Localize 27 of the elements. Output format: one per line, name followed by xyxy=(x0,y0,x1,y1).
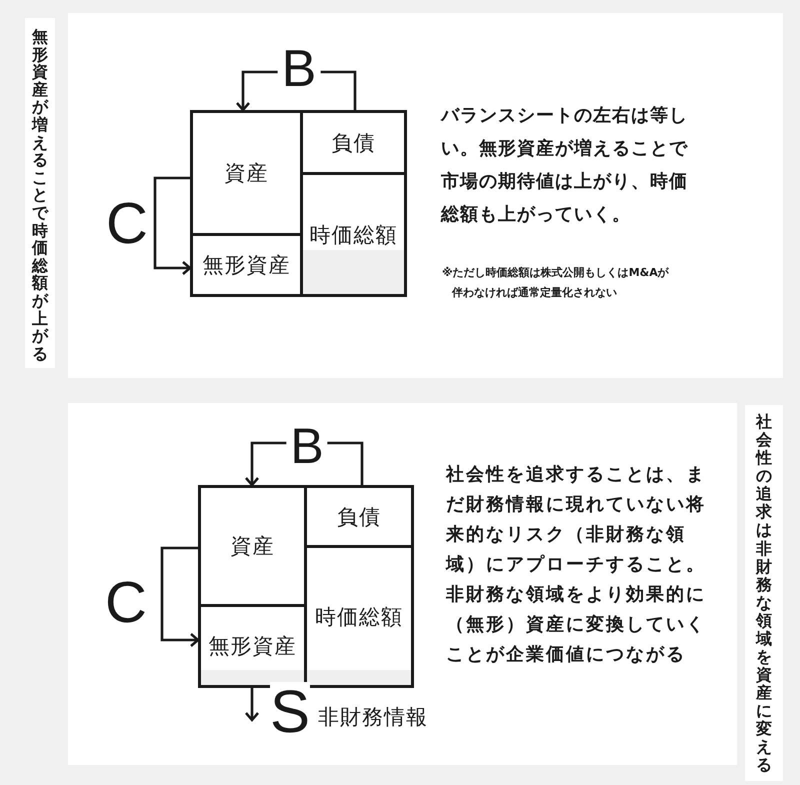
cell-label: 時価総額 xyxy=(310,222,398,248)
vertical-caption: 無形資産が増えることで時価総額が上がる xyxy=(25,18,55,368)
cell-label: 無形資産 xyxy=(202,252,290,279)
cell-label: 資産 xyxy=(230,533,274,560)
cell-label: 資産 xyxy=(224,160,268,187)
balance-sheet-cell xyxy=(198,604,307,688)
balance-sheet-cell xyxy=(190,233,303,297)
panel-card xyxy=(68,403,737,765)
footnote-text: ※ただし時価総額は株式公開もしくはM&Aが伴わなければ通常定量化されない xyxy=(442,265,670,301)
balance-sheet-cell xyxy=(300,172,407,297)
balance-sheet-cell xyxy=(300,110,407,175)
bracket-arrow xyxy=(160,546,200,648)
description-text: バランスシートの左右は等しい。無形資産が増えることで市場の期待値は上がり、時価総額も上がっていく。 xyxy=(441,104,689,227)
cell-label: 負債 xyxy=(337,504,381,530)
balance-sheet-cell xyxy=(198,485,307,607)
arrow xyxy=(244,688,260,722)
cell-label: 無形資産 xyxy=(208,633,296,660)
bracket-arrow xyxy=(154,176,192,276)
description-text: 社会性を追求することは、まだ財務情報に現れていない将来的なリスク（非財務な領域）にアプローチすること。非財務な領域をより効果的に（無形）資産に変換していくことが企業価値につながる xyxy=(446,463,707,667)
cell-label: 時価総額 xyxy=(315,604,403,630)
balance-sheet-cell xyxy=(304,545,414,688)
balance-sheet-cell xyxy=(304,485,414,548)
vertical-caption: 社会性の追求は非財務な領域を資産に変える xyxy=(745,405,783,781)
cell-label: 負債 xyxy=(332,130,376,156)
balance-sheet-cell xyxy=(190,110,303,236)
annotation-text: 非財務情報 xyxy=(318,705,428,730)
panel-card xyxy=(68,13,783,378)
